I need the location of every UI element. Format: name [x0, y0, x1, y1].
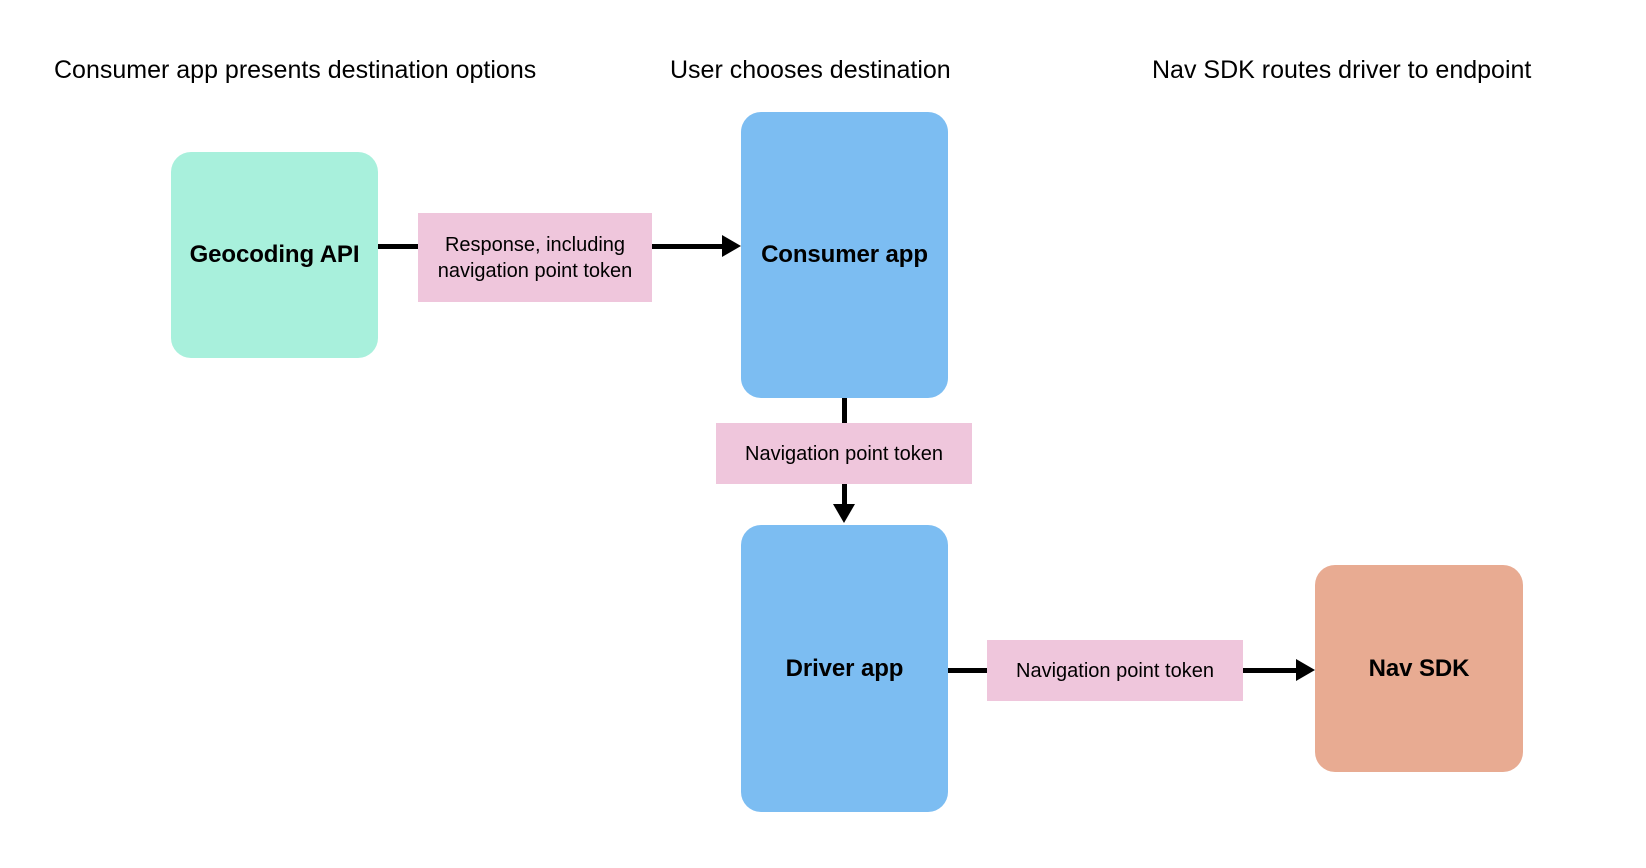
edge-label-navigation-point-token-text-1: Navigation point token [745, 442, 943, 465]
connector-label-to-consumer-app [652, 244, 726, 249]
arrow-right-icon-to-nav-sdk [1296, 659, 1315, 681]
node-nav-sdk-label: Nav SDK [1368, 654, 1470, 682]
node-geocoding-api[interactable]: Geocoding API [171, 152, 378, 358]
column-header-nav-routes: Nav SDK routes driver to endpoint [1152, 56, 1532, 84]
connector-geocoding-to-label [378, 244, 420, 249]
connector-label-to-driver-app [842, 484, 847, 508]
node-geocoding-api-label: Geocoding API [189, 241, 360, 268]
connector-consumer-app-to-label [842, 398, 847, 425]
column-header-user-chooses: User chooses destination [670, 56, 951, 84]
node-consumer-app-label: Consumer app [761, 241, 928, 268]
node-driver-app-label: Driver app [785, 654, 904, 682]
node-driver-app[interactable]: Driver app [741, 525, 948, 812]
edge-label-navigation-point-token-text-2: Navigation point token [1016, 659, 1214, 682]
node-consumer-app[interactable]: Consumer app [741, 112, 948, 398]
connector-label-to-nav-sdk [1243, 668, 1301, 673]
edge-label-response-text: Response, including navigation point tok… [437, 233, 633, 282]
edge-label-navigation-point-token-driver-navsdk: Navigation point token [987, 640, 1243, 701]
arrow-down-icon-to-driver-app [833, 504, 855, 523]
connector-driver-app-to-label [948, 668, 989, 673]
edge-label-navigation-point-token-consumer-driver: Navigation point token [716, 423, 972, 484]
column-header-consumer-options: Consumer app presents destination option… [54, 56, 537, 84]
node-nav-sdk[interactable]: Nav SDK [1315, 565, 1523, 772]
edge-label-response-including-navigation-point-token: Response, including navigation point tok… [418, 213, 652, 302]
arrow-right-icon-to-consumer-app [722, 235, 741, 257]
